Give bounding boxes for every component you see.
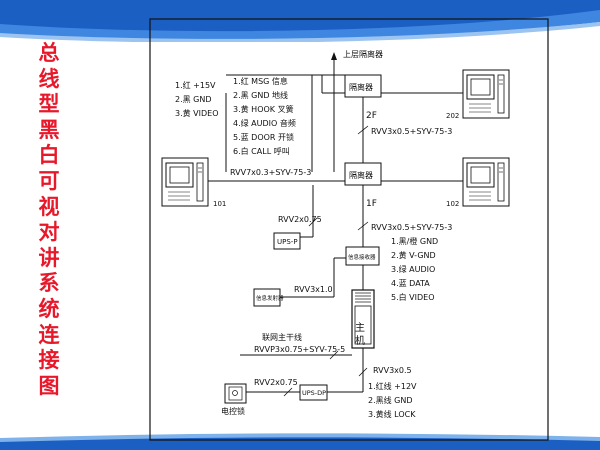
- upper-isolator-label: 上层隔离器: [343, 49, 383, 59]
- ups-p-label: UPS-P: [277, 238, 298, 246]
- floor-1f: 1F: [366, 199, 377, 209]
- video-legend-3: 3.绿 AUDIO: [391, 265, 435, 274]
- isolator-1f-label: 隔离器: [349, 170, 373, 180]
- network-trunk-label: 联网主干线: [262, 332, 302, 342]
- lock-legend-3: 3.黄线 LOCK: [368, 409, 416, 419]
- video-legend-1: 1.黑/橙 GND: [391, 236, 438, 246]
- indoor-102-label: 102: [446, 200, 459, 208]
- bus-legend-4: 4.绿 AUDIO 音频: [233, 118, 296, 128]
- bus-legend-6: 6.白 CALL 呼叫: [233, 146, 290, 156]
- cable-101: RVV7x0.3+SYV-75-3: [230, 168, 311, 177]
- video-legend-4: 4.蓝 DATA: [391, 278, 430, 288]
- indoor-monitor-101: [161, 157, 209, 207]
- slide-title: 总线型黑白可视对讲系统连接图: [38, 40, 60, 398]
- electric-lock: [224, 383, 247, 404]
- indoor-monitor-102: [462, 157, 510, 207]
- cable-info-unit: RVV3x1.0: [294, 285, 333, 294]
- diagram-frame: [149, 18, 549, 441]
- power-legend-2: 2.黑 GND: [175, 95, 212, 104]
- main-unit-label: 主机: [353, 322, 365, 348]
- indoor-monitor-202: [462, 69, 510, 119]
- cable-riser-upper: RVV3x0.5+SYV-75-3: [371, 127, 452, 136]
- door-station: [351, 289, 375, 349]
- cable-network: RVVP3x0.75+SYV-75-5: [254, 345, 345, 354]
- ups-dp-label: UPS-DP: [302, 389, 326, 397]
- cable-lock: RVV3x0.5: [373, 366, 412, 375]
- bus-legend-1: 1.红 MSG 信息: [233, 76, 288, 86]
- upper-isolator-arrow: [331, 52, 337, 75]
- branch-1f: [208, 180, 463, 247]
- power-legend-1: 1.红 +15V: [175, 80, 216, 90]
- indoor-202-label: 202: [446, 112, 459, 120]
- video-legend-5: 5.白 VIDEO: [391, 292, 435, 302]
- ups-p-box: [273, 232, 301, 250]
- lock-legend-2: 2.黑线 GND: [368, 395, 413, 405]
- bus-legend-2: 2.黑 GND 地线: [233, 90, 288, 100]
- cable-ups-dp: RVV2x0.75: [254, 378, 298, 387]
- cable-riser-lower: RVV3x0.5+SYV-75-3: [371, 223, 452, 232]
- isolator-2f-label: 隔离器: [349, 82, 373, 92]
- floor-2f: 2F: [366, 111, 377, 121]
- bus-legend-5: 5.蓝 DOOR 开锁: [233, 132, 294, 142]
- video-legend-2: 2.黄 V-GND: [391, 250, 436, 260]
- cable-power-ups: RVV2x0.75: [278, 215, 322, 224]
- info-terminal-label: 信息发射器: [256, 294, 284, 302]
- bus-legend-3: 3.黄 HOOK 叉簧: [233, 104, 294, 114]
- lock-legend-1: 1.红线 +12V: [368, 381, 417, 391]
- bus-bundle: [225, 74, 345, 172]
- indoor-101-label: 101: [213, 200, 226, 208]
- power-legend-3: 3.黄 VIDEO: [175, 108, 219, 118]
- info-terminal-box: [253, 288, 281, 307]
- info-unit-label: 信息接收器: [348, 253, 376, 261]
- lock-label: 电控锁: [221, 406, 245, 416]
- info-terminal-link: [280, 257, 364, 298]
